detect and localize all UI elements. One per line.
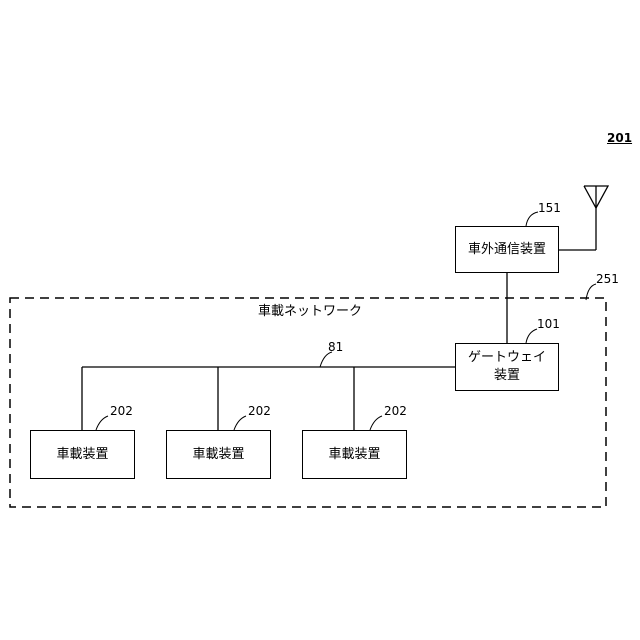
external-comm-device: 車外通信装置 [455, 226, 559, 273]
gateway-device: ゲートウェイ 装置 [455, 343, 559, 391]
device-ref-2: 202 [248, 404, 271, 418]
gateway-label-line1: ゲートウェイ [468, 349, 546, 367]
bus-ref: 81 [328, 340, 343, 354]
leader-101 [526, 329, 537, 343]
network-label: 車載ネットワーク [258, 305, 362, 319]
device-label-3: 車載装置 [328, 446, 380, 464]
leader-202-3 [370, 416, 382, 430]
leader-81 [320, 352, 332, 367]
leader-202-1 [96, 416, 108, 430]
gateway-ref: 101 [537, 317, 560, 331]
figure-number: 201 [607, 131, 632, 145]
device-ref-1: 202 [110, 404, 133, 418]
device-label-2: 車載装置 [192, 446, 244, 464]
in-vehicle-device-1: 車載装置 [30, 430, 135, 479]
leader-151 [526, 212, 538, 226]
external-comm-ref: 151 [538, 201, 561, 215]
gateway-label-line2: 装置 [494, 367, 520, 385]
network-ref: 251 [596, 272, 619, 286]
external-comm-label: 車外通信装置 [468, 241, 546, 259]
antenna-icon [584, 186, 608, 250]
in-vehicle-device-2: 車載装置 [166, 430, 271, 479]
device-ref-3: 202 [384, 404, 407, 418]
in-vehicle-device-3: 車載装置 [302, 430, 407, 479]
leader-202-2 [234, 416, 246, 430]
device-label-1: 車載装置 [56, 446, 108, 464]
